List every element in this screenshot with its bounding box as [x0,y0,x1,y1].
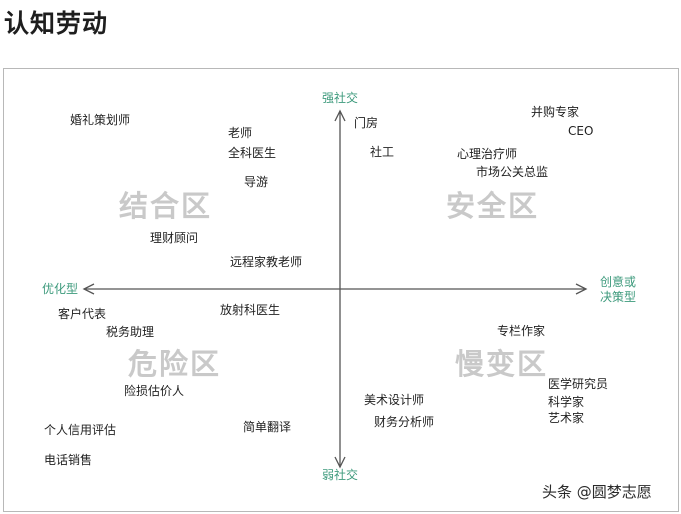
axis-label-right-line1: 创意或 [600,275,637,289]
job-label: 婚礼策划师 [70,113,131,127]
job-label: 全科医生 [228,146,277,160]
job-label: 税务助理 [106,325,155,339]
horizontal-axis-right-arrow [575,283,588,295]
job-label: 艺术家 [548,411,585,425]
job-label: 险损估价人 [124,384,185,398]
job-label: 客户代表 [58,307,107,321]
job-label: 心理治疗师 [457,147,518,161]
job-label: 导游 [244,175,269,189]
job-label: 老师 [228,126,253,140]
job-label: 并购专家 [531,105,580,119]
axis-label-bottom: 弱社交 [322,468,359,482]
job-label: 社工 [370,145,395,159]
job-label: 理财顾问 [150,231,199,245]
vertical-axis-bottom-arrow [334,456,346,469]
horizontal-axis-left-arrow [82,283,95,295]
axis-label-top: 强社交 [322,91,359,105]
job-label: 放射科医生 [220,303,281,317]
quadrant-diagram: 强社交 弱社交 优化型 创意或 决策型 结合区 安全区 危险区 慢变区 婚礼策划… [3,68,679,512]
job-label: 美术设计师 [364,393,425,407]
job-label: 门房 [354,116,379,130]
job-label: 远程家教老师 [230,255,303,269]
page-title: 认知劳动 [4,9,109,38]
zone-label-top-right: 安全区 [446,189,540,223]
job-label: CEO [568,124,594,138]
job-label: 电话销售 [44,453,93,467]
job-label: 财务分析师 [374,415,435,429]
axis-label-left: 优化型 [42,282,79,296]
vertical-axis-top-arrow [334,109,346,122]
job-label: 专栏作家 [497,324,546,338]
axes-svg [82,109,588,469]
job-label: 医学研究员 [548,377,609,391]
watermark: 头条 @圆梦志愿 [542,483,652,501]
zone-label-bottom-left: 危险区 [128,347,222,381]
axis-label-right-line2: 决策型 [600,290,637,304]
job-label: 简单翻译 [243,420,292,434]
zone-label-bottom-right: 慢变区 [455,347,549,381]
job-label: 个人信用评估 [44,423,117,437]
job-label: 科学家 [548,395,585,409]
job-label: 市场公关总监 [476,165,549,179]
zone-label-top-left: 结合区 [119,189,213,223]
